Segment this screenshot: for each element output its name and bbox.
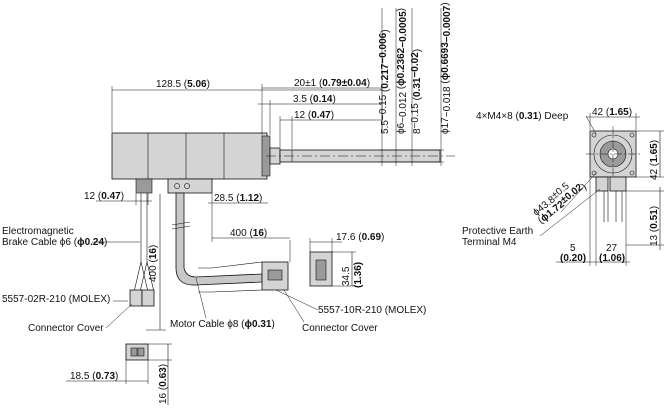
shaft-vertical-dims: 5.5−0.15 (0.217−0.006) ϕ6−0.012 (ϕ0.2362… — [378, 2, 453, 166]
conn10-height-inch: (1.36) — [353, 262, 364, 288]
brake-cable-exit — [135, 178, 153, 194]
conn2-width-label: 18.5 ( — [70, 371, 96, 382]
svg-text:42 (1.65): 42 (1.65) — [592, 107, 632, 118]
motor-cable-exit — [167, 178, 213, 194]
motor-cable — [171, 192, 289, 293]
connector-2pin-view: 18.5 (0.73) 16 (0.63) — [66, 343, 172, 405]
overall-length-inch: 5.06 — [187, 79, 207, 90]
earth-offset-label: 5 — [570, 243, 576, 254]
dim-shaft-height: 13 (0.51) — [626, 187, 664, 250]
callouts: Electromagnetic Brake Cable ϕ6 (ϕ0.24) 5… — [2, 226, 426, 334]
svg-text:400 (16): 400 (16) — [148, 245, 159, 282]
vdim-3: 8 — [412, 128, 423, 134]
shaft-height-label: 13 ( — [649, 228, 660, 246]
dim-key-length: 12 (0.47) — [279, 110, 382, 149]
svg-text:17.6 (0.69): 17.6 (0.69) — [336, 232, 384, 243]
tap-label: 4×M4×8 ( — [476, 111, 519, 122]
vdim-1: 5.5 — [380, 120, 391, 134]
svg-text:18.5 (0.73): 18.5 (0.73) — [70, 371, 118, 382]
svg-text:ϕ6−0.012 (ϕ0.2362−0.0005): ϕ6−0.012 (ϕ0.2362−0.0005) — [396, 8, 409, 134]
cable-exit-front — [609, 176, 627, 192]
dim-flange-height: 42 (1.65) — [636, 130, 664, 180]
earth-callout: Protective Earth Terminal M4 — [462, 188, 601, 248]
brake-connector — [129, 289, 143, 307]
svg-text:13 (0.51): 13 (0.51) — [649, 206, 660, 246]
brake-cable — [129, 193, 155, 307]
conn10-height-label: 34.5 — [341, 266, 352, 286]
svg-text:20±1 (0.79±0.04): 20±1 (0.79±0.04) — [294, 78, 370, 89]
key-length-inch: 0.47 — [311, 110, 331, 121]
svg-text:5.5−0.15 (0.217−0.006): 5.5−0.15 (0.217−0.006) — [378, 29, 391, 134]
svg-text:16 (0.63): 16 (0.63) — [158, 364, 169, 404]
shaft-width-inch: (1.06) — [599, 253, 625, 264]
brake-cable-label-1: Electromagnetic — [2, 226, 74, 237]
svg-text:400 (16): 400 (16) — [230, 228, 267, 239]
connector-cover-left: Connector Cover — [28, 323, 104, 334]
dim-cable-horizontal: 400 (16) — [211, 206, 291, 262]
shaft-width-label: 27 — [606, 243, 618, 254]
cable-horizontal-label: 400 ( — [230, 228, 253, 239]
flange-v-label: 42 ( — [649, 162, 660, 180]
svg-text:Motor Cable ϕ8 (ϕ0.31): Motor Cable ϕ8 (ϕ0.31) — [170, 319, 275, 330]
shaft-length-label: 20±1 ( — [294, 78, 323, 89]
cable-vertical-label: 400 ( — [148, 259, 159, 282]
dim-brake-offset: 12 (0.47) — [84, 191, 152, 205]
svg-text:42 (1.65): 42 (1.65) — [649, 140, 660, 180]
brake-offset-label: 12 ( — [84, 191, 102, 202]
connector-cover-right: Connector Cover — [302, 323, 378, 334]
vdim-2: ϕ6 — [396, 122, 407, 134]
flat-length-inch: 0.14 — [313, 94, 333, 105]
motor-front-view — [586, 126, 642, 222]
connector-2pin-label: 5557-02R-210 (MOLEX) — [2, 294, 110, 305]
earth-offset-inch: (0.20) — [560, 253, 586, 264]
dim-motor-cable-offset: 28.5 (1.12) — [208, 193, 268, 206]
shaft-length-inch: 0.79±0.04 — [322, 78, 367, 89]
svg-text:ϕ17−0.018 (ϕ0.6693−0.0007): ϕ17−0.018 (ϕ0.6693−0.0007) — [440, 2, 453, 134]
flange-label: 42 ( — [592, 107, 610, 118]
dim-bottom: 5 (0.20) 27 (1.06) — [556, 177, 630, 266]
svg-text:8−0.15 (0.31−0.02): 8−0.15 (0.31−0.02) — [410, 49, 423, 134]
svg-text:12 (0.47): 12 (0.47) — [294, 110, 334, 121]
svg-text:3.5 (0.14): 3.5 (0.14) — [293, 94, 336, 105]
dim-flange-width: 42 (1.65) — [586, 107, 640, 130]
earth-label-1: Protective Earth — [462, 226, 533, 237]
conn10-width-label: 17.6 ( — [336, 232, 362, 243]
motor-body — [111, 132, 268, 180]
connector-10pin-view: 17.6 (0.69) 34.5 (1.36) — [309, 232, 384, 288]
key-length-label: 12 ( — [294, 110, 312, 121]
motor-cable-label: Motor Cable ϕ8 ( — [170, 319, 245, 330]
svg-text:28.5 (1.12): 28.5 (1.12) — [214, 193, 262, 204]
earth-terminal — [595, 176, 609, 192]
vdim-4: ϕ17 — [440, 117, 451, 134]
flat-length-label: 3.5 ( — [293, 94, 314, 105]
motor-cable-offset-label: 28.5 ( — [214, 193, 240, 204]
dim-cable-vertical: 400 (16) — [146, 194, 166, 331]
dim-shaft-length: 20±1 (0.79±0.04) — [261, 78, 382, 135]
svg-text:Brake Cable ϕ6 (ϕ0.24): Brake Cable ϕ6 (ϕ0.24) — [2, 237, 107, 248]
dim-flat-length: 3.5 (0.14) — [258, 94, 382, 135]
svg-text:12 (0.47): 12 (0.47) — [84, 191, 124, 202]
earth-label-2: Terminal M4 — [462, 237, 517, 248]
brake-cable-label-2: Brake Cable ϕ6 ( — [2, 237, 78, 248]
svg-text:4×M4×8 (0.31) Deep: 4×M4×8 (0.31) Deep — [476, 111, 569, 122]
conn2-height-label: 16 ( — [158, 386, 169, 404]
overall-length-label: 128.5 ( — [156, 79, 188, 90]
tap-callout: 4×M4×8 (0.31) Deep — [476, 111, 597, 135]
motor-side-view — [111, 132, 455, 194]
svg-text:128.5 (5.06): 128.5 (5.06) — [156, 79, 210, 90]
connector-10pin-label: 5557-10R-210 (MOLEX) — [318, 305, 426, 316]
